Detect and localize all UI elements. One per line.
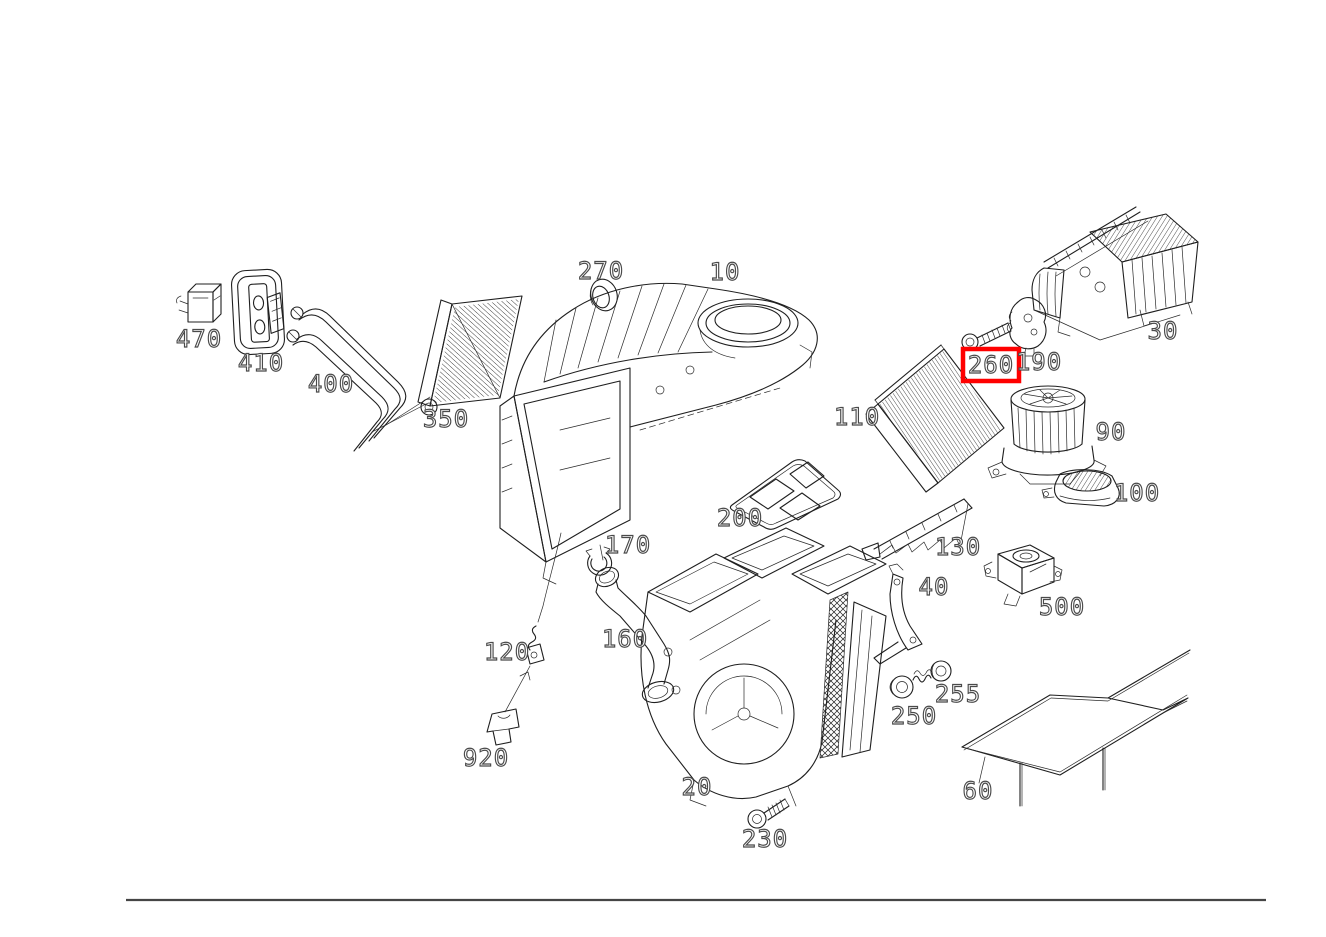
part-160-drain-tube-drawing [594, 566, 675, 704]
part-label-100[interactable]: 100 [1113, 478, 1160, 507]
part-label-130[interactable]: 130 [934, 532, 981, 561]
part-label-160[interactable]: 160 [601, 624, 648, 653]
part-label-110[interactable]: 110 [833, 402, 880, 431]
part-label-260-highlighted[interactable]: 260 [967, 350, 1014, 379]
part-label-20[interactable]: 20 [681, 772, 713, 801]
part-label-30[interactable]: 30 [1147, 316, 1179, 345]
part-label-90[interactable]: 90 [1095, 417, 1127, 446]
part-255-spring-seal-drawing [912, 660, 952, 683]
part-20-distribution-housing-drawing [640, 527, 887, 807]
part-200-gasket-drawing [729, 459, 842, 530]
part-label-920[interactable]: 920 [462, 743, 509, 772]
part-label-470[interactable]: 470 [175, 324, 222, 353]
part-350-heater-core-drawing [417, 295, 523, 416]
part-60-insulation-sheet-drawing [961, 649, 1191, 807]
part-100-regulator-drawing [1041, 469, 1120, 507]
part-230-screw-drawing [747, 798, 790, 829]
part-label-170[interactable]: 170 [604, 530, 651, 559]
part-label-255[interactable]: 255 [934, 679, 981, 708]
part-410-seal-frame-drawing [230, 268, 286, 356]
part-label-410[interactable]: 410 [237, 348, 284, 377]
part-label-60[interactable]: 60 [962, 776, 994, 805]
part-120-sensor-drawing [504, 532, 562, 713]
highlight-box-260 [960, 346, 1022, 384]
part-30-evaporator-drawing [1031, 206, 1199, 341]
part-label-350[interactable]: 350 [422, 404, 469, 433]
part-label-200[interactable]: 200 [716, 503, 763, 532]
part-label-500[interactable]: 500 [1038, 592, 1085, 621]
part-250-grommet-drawing [889, 675, 914, 699]
part-label-270[interactable]: 270 [577, 256, 624, 285]
part-190-actuator-drawing [1006, 297, 1047, 357]
part-500-actuator-drawing [983, 544, 1063, 607]
part-260-screw-drawing [961, 322, 1012, 351]
part-label-40[interactable]: 40 [918, 572, 950, 601]
part-40-bracket-drawing [873, 563, 923, 665]
part-label-400[interactable]: 400 [307, 369, 354, 398]
part-label-230[interactable]: 230 [741, 824, 788, 853]
part-130-mounting-rail-drawing [861, 498, 973, 561]
part-label-190[interactable]: 190 [1015, 347, 1062, 376]
part-label-250[interactable]: 250 [890, 701, 937, 730]
part-label-120[interactable]: 120 [483, 637, 530, 666]
part-label-10[interactable]: 10 [709, 257, 741, 286]
part-920-cap-drawing [486, 708, 520, 746]
part-400-heater-pipes-drawing [286, 306, 431, 452]
part-110-cabin-filter-drawing [865, 344, 1005, 493]
part-470-valve-block-drawing [176, 283, 222, 323]
part-10-blower-housing-drawing [499, 282, 818, 585]
